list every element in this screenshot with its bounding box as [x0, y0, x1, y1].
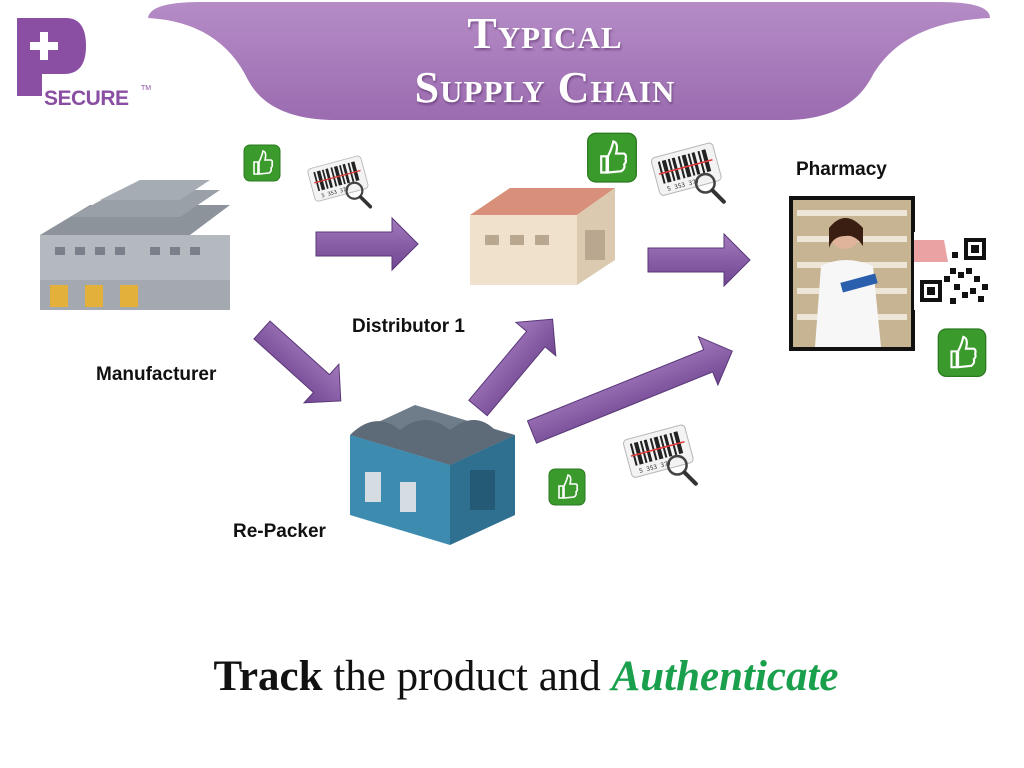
- pharmacist-photo: [789, 196, 915, 351]
- manufacturer-factory-icon: [40, 180, 230, 310]
- manufacturer-label: Manufacturer: [96, 364, 217, 385]
- logo-prefix: PURPLE: [19, 105, 47, 111]
- distributor-warehouse-icon: [470, 188, 615, 285]
- barcode-scan-icon: 5 353 377: [650, 142, 726, 204]
- tagline-authenticate: Authenticate: [611, 653, 839, 700]
- repacker-building-icon: [350, 405, 515, 545]
- thumbs-up-icon: [937, 328, 987, 378]
- page-title-line2: Supply Chain: [414, 63, 676, 112]
- thumbs-up-icon: [243, 144, 281, 182]
- arrow-manufacturer-to-distributor: [315, 216, 419, 272]
- purple-secure-logo: PURPLE SECURE TM: [14, 16, 151, 111]
- arrow-repacker-to-distributor: [468, 318, 557, 417]
- thumbs-up-icon: [587, 132, 637, 183]
- pharmacy-label: Pharmacy: [796, 159, 887, 180]
- page-title-line1: Typical: [467, 9, 623, 58]
- distributor-label: Distributor 1: [352, 316, 465, 337]
- tagline: Track the product and Authenticate: [0, 652, 1024, 701]
- logo-brand: SECURE: [44, 87, 129, 110]
- repacker-label: Re-Packer: [233, 521, 326, 542]
- qr-code-icon: [914, 232, 992, 310]
- thumbs-up-icon: [548, 468, 586, 506]
- tagline-track: Track: [213, 653, 323, 700]
- arrow-repacker-to-pharmacy: [526, 335, 733, 444]
- barcode-scan-icon: 5 353 377: [622, 424, 698, 486]
- barcode-scan-icon: 5 353 377: [307, 155, 373, 209]
- tagline-middle: the product and: [322, 653, 612, 700]
- logo-trademark: TM: [141, 85, 152, 92]
- arrow-manufacturer-to-repacker: [253, 320, 342, 404]
- arrow-distributor-to-pharmacy: [647, 232, 751, 288]
- title-banner: [148, 2, 990, 120]
